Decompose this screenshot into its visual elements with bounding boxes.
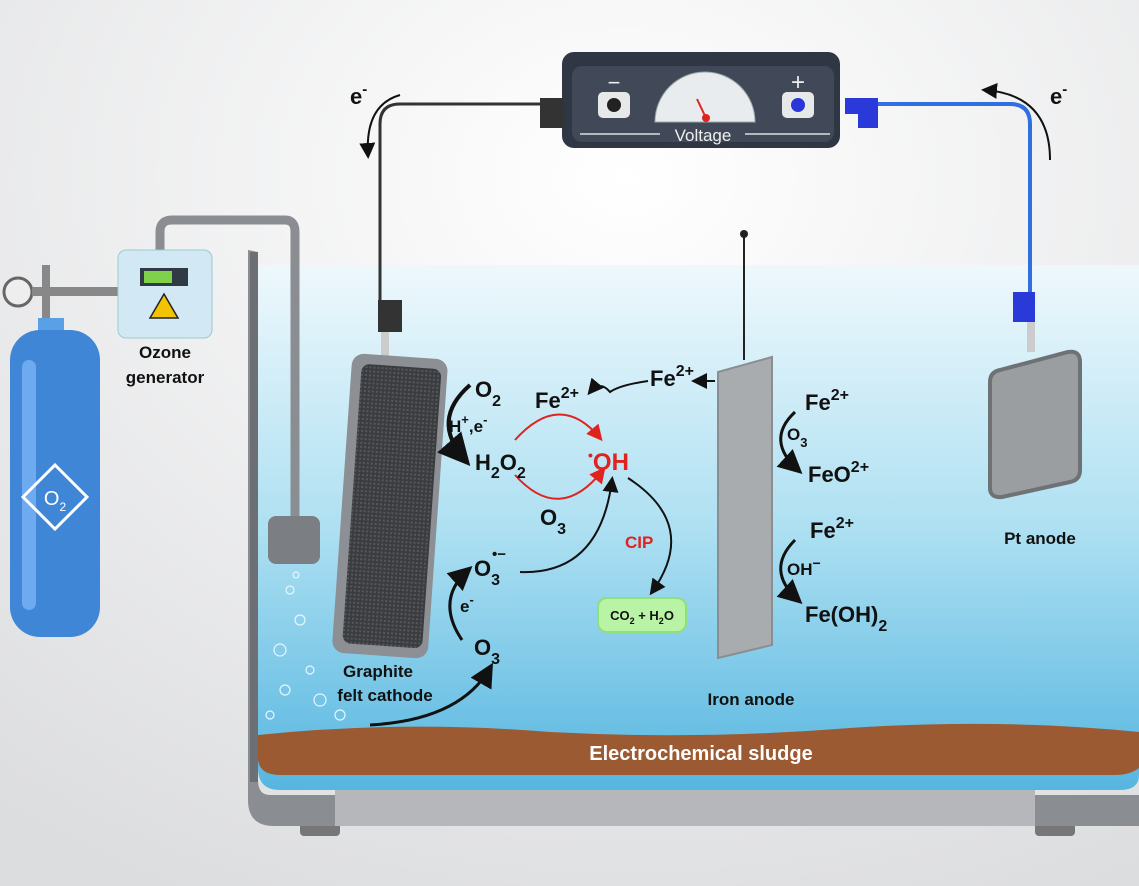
- gas-diffuser: [268, 516, 320, 564]
- negative-clip: [540, 98, 564, 128]
- cathode-label-line1: Graphite: [343, 662, 413, 681]
- hydroxide-label: OH−: [787, 555, 821, 579]
- o3-mid-label: O3: [540, 505, 566, 538]
- ozone-tube: [155, 215, 300, 520]
- iron-anode: [717, 355, 773, 660]
- high-voltage-warning-icon: [148, 292, 180, 319]
- ozone-bubbles: [265, 571, 346, 721]
- fe2-label-right-1: Fe2+: [805, 387, 849, 415]
- voltage-label: Voltage: [675, 126, 732, 145]
- electron-label-right: e-: [1050, 81, 1067, 109]
- ozone-generator-label-line1: Ozone: [139, 343, 191, 362]
- electron-reaction-label: e-: [460, 592, 474, 616]
- o3-bottom-label: O3: [474, 635, 500, 668]
- pressure-gauge-icon: [2, 276, 34, 308]
- cylinder-label: O2: [44, 488, 67, 514]
- cathode-clip: [378, 300, 402, 332]
- cathode-label-line2: felt cathode: [337, 686, 432, 705]
- oxygen-cylinder: [2, 265, 118, 637]
- tank: [248, 250, 1139, 836]
- fe2-label-top: Fe2+: [650, 363, 694, 391]
- cip-label: CIP: [625, 533, 653, 552]
- negative-wire: [378, 102, 560, 300]
- o2-label: O2: [475, 377, 501, 410]
- electron-label-left: e-: [350, 81, 367, 109]
- ozone-generator-label-line2: generator: [126, 368, 205, 387]
- ozone-generator[interactable]: [117, 249, 213, 339]
- pt-anode-label: Pt anode: [1004, 529, 1076, 548]
- reaction-arrows: [369, 373, 803, 727]
- plus-sign: +: [791, 69, 805, 96]
- fe2-label-left: Fe2+: [535, 385, 579, 413]
- electron-flow-arrow-left: [359, 94, 401, 159]
- products-box: [597, 597, 687, 633]
- power-supply[interactable]: [540, 52, 878, 148]
- feo2-label: FeO2+: [808, 459, 869, 487]
- water: [258, 265, 1139, 790]
- sludge-layer: [258, 723, 1139, 775]
- o3-right-label: O3: [787, 425, 807, 450]
- graphite-felt-cathode: [332, 353, 448, 659]
- pt-anode-clip: [1013, 292, 1035, 322]
- iron-anode-label: Iron anode: [708, 690, 795, 709]
- fe2-label-right-2: Fe2+: [810, 515, 854, 543]
- products-label: CO2 + H2O: [610, 608, 674, 626]
- electron-flow-arrow-right: [981, 82, 1051, 161]
- pt-anode: [988, 349, 1082, 500]
- proton-electron-label: H+,e-: [449, 412, 487, 436]
- hydroxyl-radical-label: •OH: [588, 447, 629, 476]
- ozonide-radical-label: O3•−: [474, 546, 506, 589]
- positive-wire: [870, 102, 1032, 300]
- h2o2-label: H2O2: [475, 450, 526, 482]
- voltage-gauge: [654, 71, 756, 123]
- sludge-label: Electrochemical sludge: [589, 743, 812, 765]
- minus-sign: −: [608, 70, 621, 95]
- feoh2-label: Fe(OH)2: [805, 602, 887, 635]
